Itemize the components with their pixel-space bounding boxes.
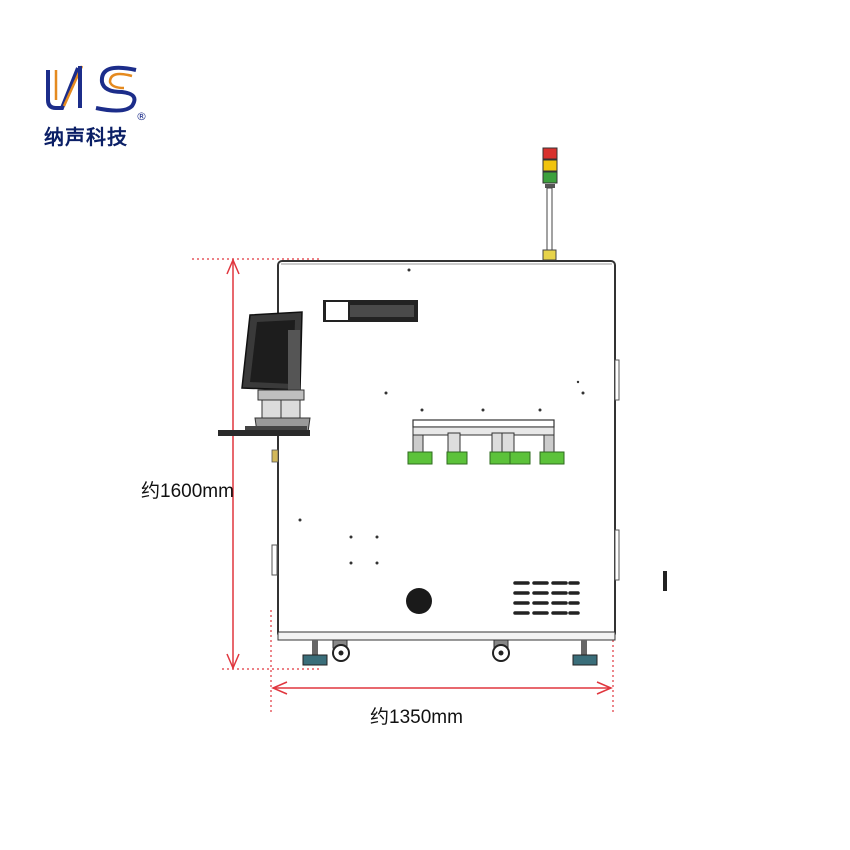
leveling-foot-left xyxy=(302,640,328,666)
round-port xyxy=(406,588,432,614)
edge-mark xyxy=(663,571,667,591)
panel-screws xyxy=(298,268,585,565)
fixture-assembly xyxy=(407,408,565,465)
signal-tower xyxy=(542,147,558,261)
ns-logo-icon xyxy=(46,65,137,113)
width-dimension-label: 约1350mm xyxy=(370,707,463,728)
caster-left xyxy=(332,639,350,662)
company-name: 纳声科技 xyxy=(44,125,128,149)
machine-cabinet xyxy=(271,260,620,641)
height-dimension xyxy=(192,258,322,670)
leveling-foot-right xyxy=(572,640,598,666)
height-dimension-label: 约1600mm xyxy=(141,481,234,502)
registered-mark: ® xyxy=(136,110,147,123)
width-dimension xyxy=(270,610,614,714)
monitor-arm xyxy=(218,311,311,436)
front-nameplate xyxy=(323,300,418,322)
caster-right xyxy=(492,639,510,662)
vent-grille xyxy=(513,581,580,615)
